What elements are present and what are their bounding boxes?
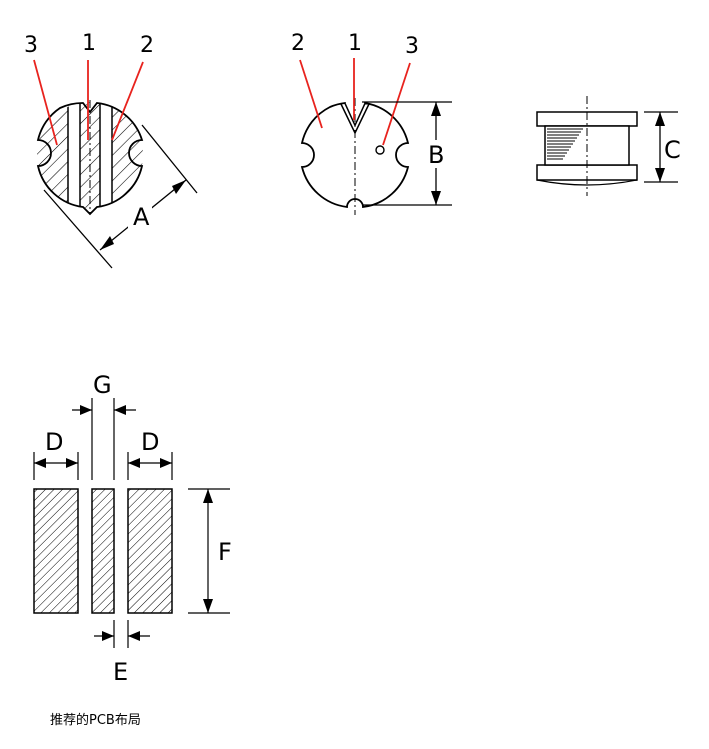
pcb-layout: G D D F E <box>33 371 232 686</box>
callout-3: 3 <box>405 34 419 59</box>
callout-line-3 <box>33 59 58 146</box>
pin-hole <box>375 145 385 155</box>
dim-label-c: C <box>664 136 681 164</box>
dim-label-g: G <box>93 371 112 399</box>
dim-label-d-left: D <box>45 428 63 456</box>
dim-label-b: B <box>428 141 444 169</box>
callout-2: 2 <box>291 31 305 56</box>
bottom-outline <box>36 102 144 216</box>
dim-label-d-right: D <box>141 428 159 456</box>
callout-1: 1 <box>82 31 96 56</box>
side-view: C <box>536 96 681 196</box>
callout-line-2 <box>299 59 323 129</box>
pcb-layout-caption: 推荐的PCB布局 <box>50 713 141 728</box>
callout-2: 2 <box>140 33 154 58</box>
dim-label-a: A <box>133 203 150 231</box>
callout-line-3 <box>382 62 411 146</box>
callout-1: 1 <box>348 31 362 56</box>
pad-right <box>127 488 173 614</box>
dim-label-e: E <box>113 658 128 686</box>
bottom-view: 3 1 2 A <box>24 31 198 269</box>
top-view: 2 1 3 B <box>291 31 452 215</box>
top-outline <box>300 102 410 209</box>
dim-label-f: F <box>218 538 232 566</box>
callout-3: 3 <box>24 33 38 58</box>
pad-center <box>91 488 115 614</box>
pad-left <box>33 488 79 614</box>
callout-line-2 <box>111 61 144 141</box>
